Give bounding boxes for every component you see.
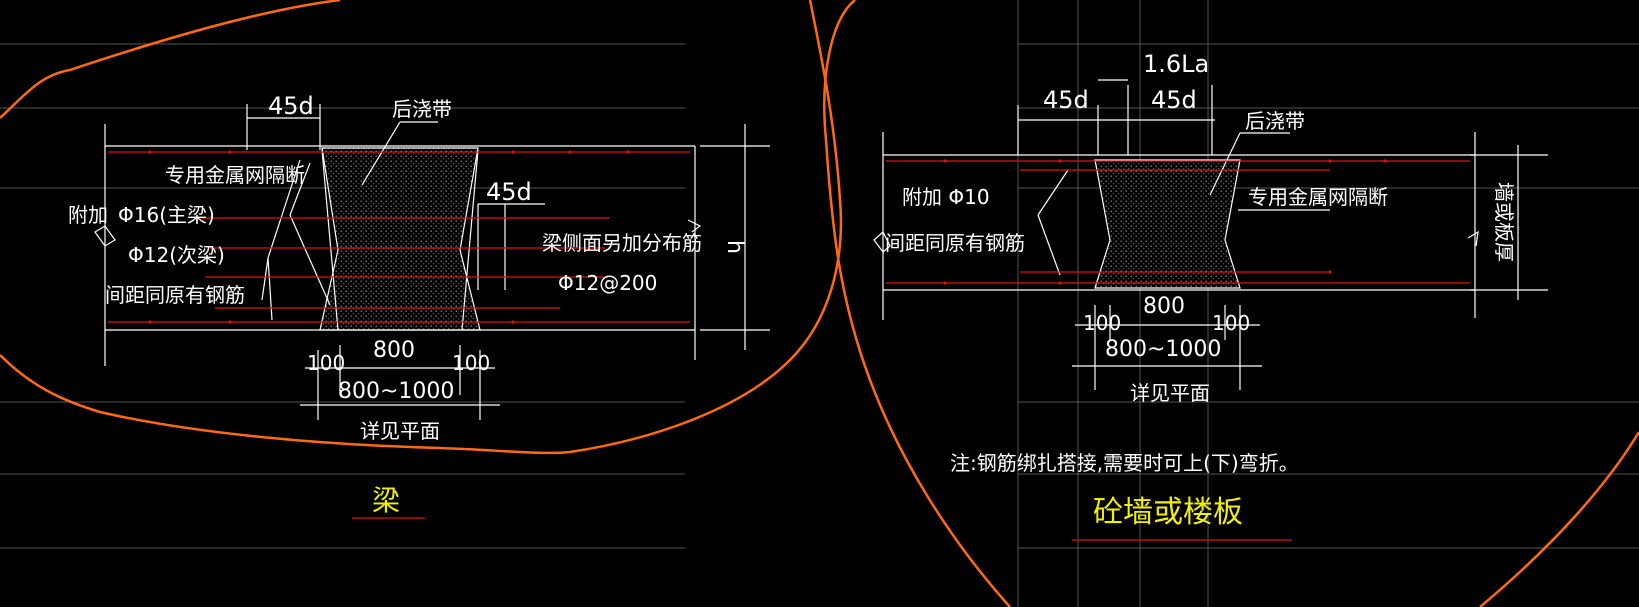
beam-mesh-label: 专用金属网隔断 xyxy=(165,163,305,187)
slab-dim-16la: 1.6La xyxy=(1143,50,1209,78)
beam-additional-label: 附加 xyxy=(68,203,108,227)
slab-dim-100-left: 100 xyxy=(1083,311,1121,335)
beam-height-label: h xyxy=(722,240,747,254)
beam-side-bar-label: 梁侧面另加分布筋 xyxy=(542,231,702,255)
beam-see-plan: 详见平面 xyxy=(360,419,440,443)
slab-rebar-dots xyxy=(943,159,1387,285)
slab-see-plan: 详见平面 xyxy=(1130,381,1210,405)
beam-dim-range: 800~1000 xyxy=(338,379,454,404)
beam-dim-800: 800 xyxy=(373,338,415,363)
beam-dim-100-left: 100 xyxy=(307,351,345,375)
beam-rebar-dots xyxy=(148,150,630,324)
break-mark-left xyxy=(94,225,116,247)
slab-dim-45d-left: 45d xyxy=(1043,86,1089,114)
slab-pour-strip-hatch xyxy=(1094,159,1241,289)
slab-note: 注:钢筋绑扎搭接,需要时可上(下)弯折。 xyxy=(950,451,1299,475)
slab-dim-45d-right: 45d xyxy=(1151,86,1197,114)
beam-pour-strip-label: 后浇带 xyxy=(392,97,452,121)
slab-dim-range: 800~1000 xyxy=(1105,337,1221,362)
beam-detail xyxy=(94,104,770,420)
slab-dim-100-right: 100 xyxy=(1212,311,1250,335)
beam-rebar xyxy=(108,151,690,323)
slab-thickness-label: 墙或板厚 xyxy=(1492,182,1516,262)
slab-additional-label: 附加 Φ10 xyxy=(902,185,990,209)
pour-strip-leader xyxy=(361,121,401,186)
beam-side-bar-spec: Φ12@200 xyxy=(558,271,657,295)
slab-break-mark-left xyxy=(873,231,891,253)
beam-bar-main: Φ16(主梁) xyxy=(118,203,215,227)
slab-dim-800: 800 xyxy=(1143,294,1185,319)
slab-rebar xyxy=(886,160,1470,284)
mesh-leader xyxy=(267,159,301,259)
pour-strip-hatch xyxy=(319,147,481,331)
beam-dim-45d-left: 45d xyxy=(268,92,314,120)
slab-detail xyxy=(873,79,1548,390)
break-mark-right xyxy=(687,219,702,233)
slab-pour-strip-label: 后浇带 xyxy=(1245,109,1305,133)
beam-bar-secondary: Φ12(次梁) xyxy=(128,243,225,267)
slab-mesh-label: 专用金属网隔断 xyxy=(1248,185,1388,209)
slab-title: 砼墙或楼板 xyxy=(1093,495,1243,530)
beam-dim-100-right: 100 xyxy=(452,351,490,375)
beam-title: 梁 xyxy=(372,484,400,517)
slab-break-mark-right xyxy=(1467,230,1479,247)
slab-spacing-note: 间距同原有钢筋 xyxy=(885,231,1025,255)
beam-dim-45d-right: 45d xyxy=(486,178,532,206)
beam-spacing-note: 间距同原有钢筋 xyxy=(105,283,245,307)
